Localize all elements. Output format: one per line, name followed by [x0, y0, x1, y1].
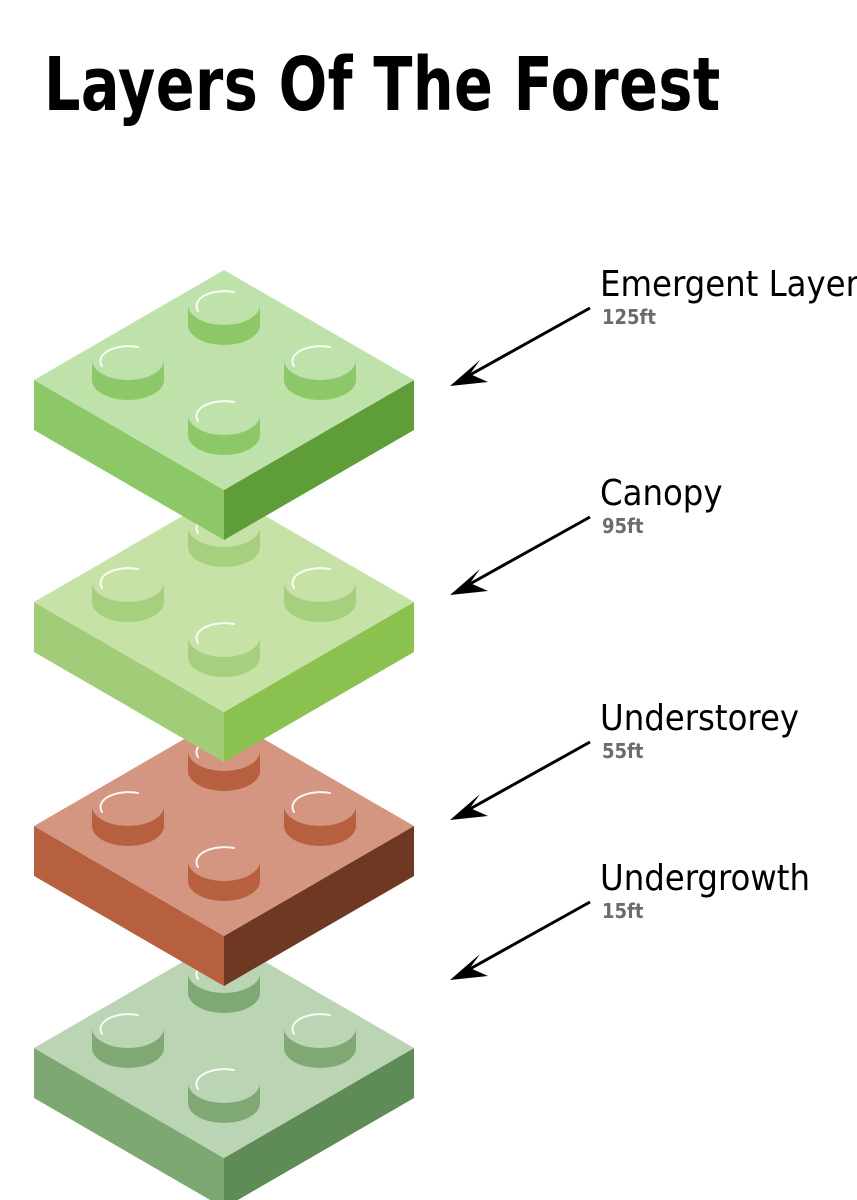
page-title: Layers Of The Forest — [44, 42, 721, 128]
brick-layer-4 — [34, 938, 414, 1200]
arrowhead-icon — [450, 954, 488, 980]
brick-left-face — [34, 380, 224, 540]
brick-stud — [188, 1063, 260, 1123]
brick-stud — [92, 1008, 164, 1068]
layer-name-label: Undergrowth — [600, 858, 810, 899]
brick-stud — [284, 1008, 356, 1068]
brick-stud — [188, 617, 260, 677]
layer-name-label: Canopy — [600, 473, 723, 514]
pointer-arrow-line — [467, 306, 591, 378]
brick-layer-1 — [34, 270, 414, 540]
brick-stud — [188, 395, 260, 455]
brick-left-face — [34, 1048, 224, 1200]
brick-stud — [188, 841, 260, 901]
brick-top-face — [34, 938, 414, 1158]
pointer-arrow-line — [467, 900, 591, 972]
layer-height-label: 15ft — [602, 899, 644, 923]
brick-right-face — [224, 826, 414, 986]
brick-top-face — [34, 270, 414, 490]
brick-right-face — [224, 380, 414, 540]
brick-top-face — [34, 492, 414, 712]
arrowhead-icon — [450, 569, 488, 595]
brick-top-face — [34, 716, 414, 936]
layer-name-label: Emergent Layer — [600, 264, 857, 305]
layer-name-label: Understorey — [600, 698, 799, 739]
brick-stud — [188, 285, 260, 345]
brick-left-face — [34, 826, 224, 986]
brick-stud — [284, 562, 356, 622]
layer-height-label: 125ft — [602, 305, 656, 329]
layer-height-label: 95ft — [602, 514, 644, 538]
brick-left-face — [34, 602, 224, 762]
pointer-arrow-line — [467, 515, 591, 587]
brick-stud — [92, 340, 164, 400]
brick-layer-3 — [34, 716, 414, 986]
pointer-arrow-line — [467, 740, 591, 812]
brick-right-face — [224, 1048, 414, 1200]
arrowhead-icon — [450, 360, 488, 386]
brick-stud — [284, 786, 356, 846]
arrowhead-icon — [450, 794, 488, 820]
layer-height-label: 55ft — [602, 739, 644, 763]
brick-stud — [92, 562, 164, 622]
brick-stud — [92, 786, 164, 846]
brick-right-face — [224, 602, 414, 762]
brick-stud — [284, 340, 356, 400]
